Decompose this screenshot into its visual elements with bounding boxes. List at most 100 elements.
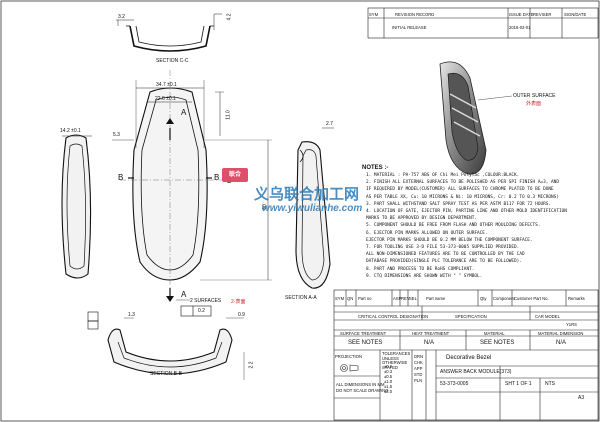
isometric-3d-view <box>439 61 513 175</box>
notes-title: NOTES :- <box>362 165 389 171</box>
units-note-1: ALL DIMENSIONS IN MM <box>336 382 385 387</box>
signature-label: STD <box>414 372 423 377</box>
parts-header-cell: SYM <box>335 296 345 301</box>
parts-header-cell: REV <box>401 296 410 301</box>
parts-table-frame <box>333 289 599 421</box>
note-line: 8. PART AND PROCESS TO BE RoHS COMPLIANT… <box>366 266 475 272</box>
gdt-section <box>87 299 212 330</box>
section-marker-b-left: B <box>118 173 124 182</box>
revision-block-frame <box>367 7 599 39</box>
parts-header-cell: SEL <box>409 296 417 301</box>
tolerance-head: TOLERANCES UNLESS OTHERWISE STATED <box>382 351 411 370</box>
rev-row-date: 2016-03-01 <box>509 25 531 30</box>
note-line: 9. CTQ DIMENSIONS ARE SHOWN WITH " " SYM… <box>366 273 483 279</box>
section-cc-label: SECTION C-C <box>156 58 189 64</box>
note-line: ALL NON-DIMENSIONED FEATURES ARE TO BE C… <box>366 252 525 258</box>
dim-11-0: 11.0 <box>225 110 232 120</box>
finish-value-1: SEE NOTES <box>348 340 383 346</box>
finish-value-3: SEE NOTES <box>480 340 515 346</box>
car-model-code: Y1RS <box>566 322 577 327</box>
section-aa-view <box>295 127 334 289</box>
projection-symbol <box>340 364 348 372</box>
section-marker-a-top: A <box>181 108 187 117</box>
dim-22-6: 22.6 ±0.1 <box>155 96 176 102</box>
rev-header-reviser: REVISER <box>533 12 552 17</box>
section-bb-view <box>107 317 245 380</box>
note-line: 1. MATERIAL : PA-757 ABS OF Chi Mei Poly… <box>366 173 520 178</box>
dim-0-9: 0.9 <box>238 312 245 318</box>
parts-header-cell: ASP <box>393 296 402 301</box>
parts-header-cell: Component <box>493 296 515 301</box>
critical-header-2: SPECIFICATION <box>455 314 487 319</box>
signature-label: DRN <box>414 354 424 359</box>
tolerance-value: ±0.3 <box>384 369 393 374</box>
note-line: 6. EJECTOR PIN MARKS ALLOWED ON OUTER SU… <box>366 230 488 236</box>
rev-header-record: REVISION RECORD <box>395 12 435 17</box>
finish-header-1: SURFACE TREATMENT <box>340 331 387 336</box>
signature-label: PLN <box>414 378 423 383</box>
two-surfaces-label: 2 SURFACES <box>190 298 222 304</box>
dim-1-3: 1.3 <box>128 312 135 318</box>
parts-header-cell: QN <box>347 296 354 301</box>
units-note-2: DO NOT SCALE DRAWING <box>336 388 389 393</box>
rev-header-sign: SIGN/DATE <box>564 12 587 17</box>
dim-2-7: 2.7 <box>326 121 333 127</box>
section-aa-label: SECTION A-A <box>285 295 317 301</box>
tolerance-value: ±0.5 <box>384 374 393 379</box>
note-line: 7. FOR TOOLING USE 3-D FILE 53-373-0005 … <box>366 245 520 250</box>
note-line: IF REQUIRED BY MODEL(CUSTOMER) ALL SURFA… <box>366 187 554 193</box>
watermark-brand: 义乌联合加工网 <box>254 186 360 203</box>
section-bb-label: SECTION B-B <box>150 371 182 377</box>
signature-label: CHK <box>414 360 423 365</box>
note-line: MARKS TO BE APPROVED BY DESIGN DEPARTMEN… <box>366 216 478 222</box>
tolerance-value: ±1.0 <box>384 379 393 384</box>
finish-header-2: HEAT TREATMENT <box>412 331 450 336</box>
drawing-number: 53-373-0005 <box>440 381 469 387</box>
parts-header-cell: Remarks <box>568 296 585 301</box>
finish-value-4: N/A <box>556 340 567 346</box>
front-view <box>112 70 272 302</box>
parts-header-cell: Part no <box>358 296 372 301</box>
sheet-size: A3 <box>578 395 585 401</box>
rev-row-record: INITIAL RELEASE <box>392 25 427 30</box>
projection-label: PROJECTION <box>335 354 362 359</box>
finish-value-2: N/A <box>424 340 435 346</box>
dim-34-7: 34.7 ±0.1 <box>156 82 177 88</box>
watermark-url: www.yiwulianhe.com <box>262 203 363 214</box>
section-marker-a-bottom: A <box>181 290 187 299</box>
parts-header-cell: Qty <box>480 296 487 301</box>
section-cc-view <box>116 13 222 52</box>
dim-0-2: 0.2 <box>198 308 205 314</box>
outer-surface-cn-label: 外表面 <box>526 101 542 107</box>
tolerance-value: ±2.0 <box>384 389 393 394</box>
critical-header-1: CRITICAL CONTROL DESIGNATION <box>358 314 429 319</box>
parts-header-cell: Part name <box>426 296 446 301</box>
signature-label: APP <box>414 366 423 371</box>
section-marker-b-right: B <box>214 173 220 182</box>
rev-header-sym: SYM <box>369 12 379 17</box>
finish-header-4: MATERIAL DIMENSION <box>538 331 584 336</box>
rev-header-date: ISSUE DATE <box>509 12 534 17</box>
note-line: DATABASE PROVIDED(SINGLE PLC TOLERANCE A… <box>366 259 522 265</box>
assembly-name: ANSWER BACK MODULE(373) <box>440 369 512 375</box>
note-line: 2. FINISH ALL EXTERNAL SURFACES TO BE PO… <box>366 180 559 186</box>
part-description: Decorative Bezel <box>446 355 492 361</box>
finish-header-3: MATERIAL <box>484 331 505 336</box>
critical-header-3: CAR MODEL <box>535 314 560 319</box>
note-line: 4. LOCATION OF GATE, EJECTOR PIN, PARTIN… <box>366 209 567 214</box>
tolerance-value: ±0.2 <box>384 364 393 369</box>
outer-surface-label: OUTER SURFACE <box>513 93 556 99</box>
note-line: EJECTOR PIN MARKS SHOULD BE 0.2 MM BELOW… <box>366 237 533 243</box>
note-line: 5. COMPONENT SHOULD BE FREE FROM FLASH A… <box>366 223 541 229</box>
dim-4-2: 4.2 <box>226 13 233 21</box>
dim-2-2: 2.2 <box>248 361 255 369</box>
sheet-number: SHT 1 OF 1 <box>505 381 532 387</box>
note-line: 3. PART SHALL WITHSTAND SALT SPRAY TEST … <box>366 201 552 207</box>
scale-value: NTS <box>545 381 555 387</box>
two-surfaces-cn-label: 2·表面 <box>231 299 246 305</box>
parts-header-cell: Customer Part No. <box>514 296 549 301</box>
side-view-left <box>61 134 92 279</box>
watermark-badge: 联合 <box>222 168 248 182</box>
